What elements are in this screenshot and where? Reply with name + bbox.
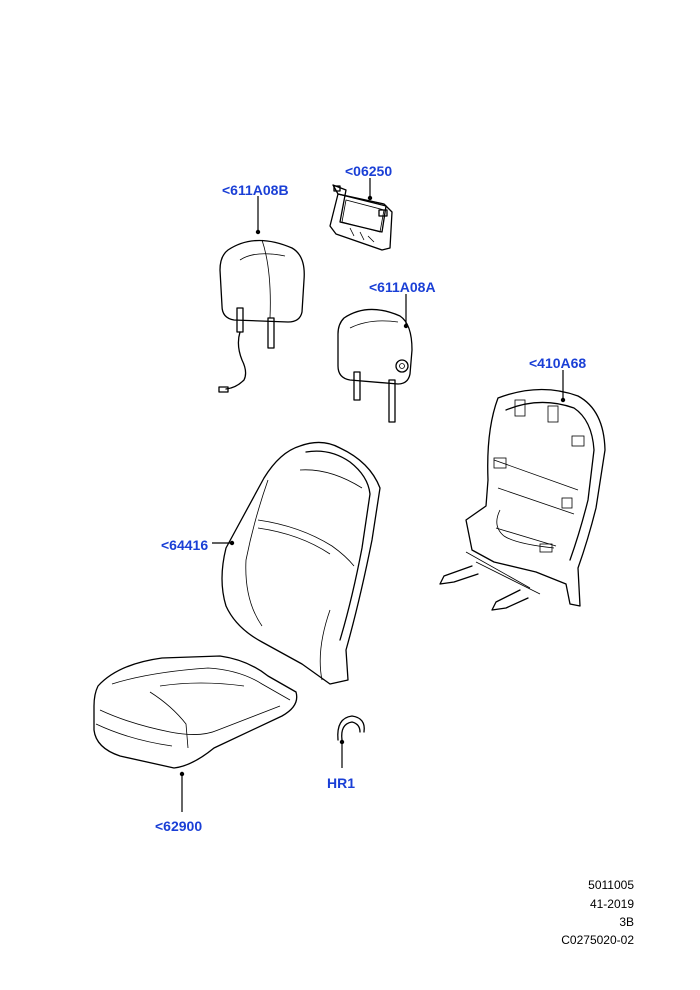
- backrest-frame[interactable]: [439, 388, 606, 611]
- callout-headrest-with-cable[interactable]: <611A08B: [222, 182, 289, 198]
- headrest-with-cable[interactable]: [218, 239, 305, 393]
- headrest-with-control[interactable]: [337, 308, 413, 423]
- callout-headrest-with-control[interactable]: <611A08A: [369, 279, 436, 295]
- callout-cushion-cover[interactable]: <62900: [155, 818, 203, 834]
- cushion-cover[interactable]: [93, 655, 298, 769]
- backrest-cover[interactable]: [221, 441, 381, 685]
- leader-lines: [179, 178, 566, 812]
- mounting-bracket[interactable]: [329, 184, 393, 251]
- callout-backrest-frame[interactable]: <410A68: [529, 355, 587, 371]
- footer-line-2: 41-2019: [589, 897, 634, 911]
- hog-ring[interactable]: [337, 715, 365, 741]
- callout-backrest-cover[interactable]: <64416: [161, 537, 209, 553]
- footer-line-1: 5011005: [588, 878, 634, 892]
- callout-mounting-bracket[interactable]: <06250: [345, 163, 393, 179]
- footer-line-4: C0275020-02: [561, 933, 634, 947]
- callout-hog-ring[interactable]: HR1: [327, 775, 356, 791]
- footer-line-3: 3B: [619, 915, 634, 929]
